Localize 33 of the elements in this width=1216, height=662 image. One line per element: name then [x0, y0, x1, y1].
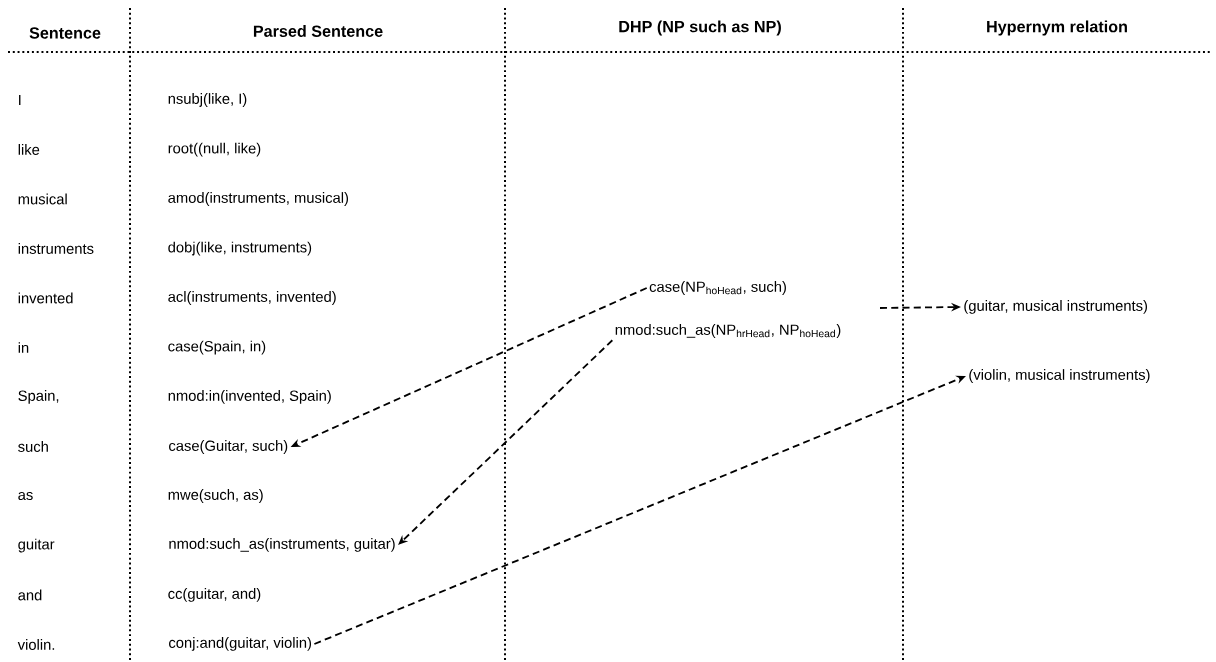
table-text: such — [18, 441, 48, 452]
table-text: nsubj(like, I) — [168, 93, 247, 107]
column-header: Sentence — [29, 27, 101, 39]
table-text: cc(guitar, and) — [168, 588, 261, 602]
table-text: and — [18, 589, 42, 601]
relation-text: (violin, musical instruments) — [969, 369, 1150, 383]
table-text: mwe(such, as) — [168, 489, 263, 503]
column-header: DHP (NP such as NP) — [619, 20, 781, 36]
table-text: invented — [18, 292, 73, 304]
table-text: musical — [18, 193, 67, 205]
table-text: guitar — [18, 538, 55, 553]
table-text: nmod:in(invented, Spain) — [168, 390, 331, 404]
arrow — [398, 339, 614, 545]
column-header: Parsed Sentence — [253, 25, 383, 37]
table-text: amod(instruments, musical) — [168, 192, 348, 206]
relation-text: case(Guitar, such) — [169, 440, 288, 454]
relation-text: nmod:such_as(NP$_{hrHead}$, NP$_{hoHead}$) — [615, 324, 841, 338]
table-text: like — [18, 144, 40, 155]
relation-text: (guitar, musical instruments) — [964, 300, 1147, 314]
table-text: in — [18, 342, 29, 353]
relation-text: case(NP$_{hoHead}$, such) — [649, 281, 786, 295]
table-text: instruments — [18, 243, 94, 254]
table-text: root((null, like) — [168, 142, 261, 157]
table-text: Spain, — [18, 390, 59, 404]
table-text: dobj(like, instruments) — [168, 241, 312, 256]
table-text: I — [19, 94, 21, 106]
relation-text: nmod:such_as(instruments, guitar) — [169, 538, 395, 552]
table-text: case(Spain, in) — [168, 340, 266, 355]
table-text: violin. — [17, 639, 55, 650]
relation-text: conj:and(guitar, violin) — [169, 637, 312, 651]
table-text: as — [18, 491, 33, 501]
column-header: Hypernym relation — [987, 20, 1127, 36]
table-text: acl(instruments, invented) — [168, 291, 336, 305]
